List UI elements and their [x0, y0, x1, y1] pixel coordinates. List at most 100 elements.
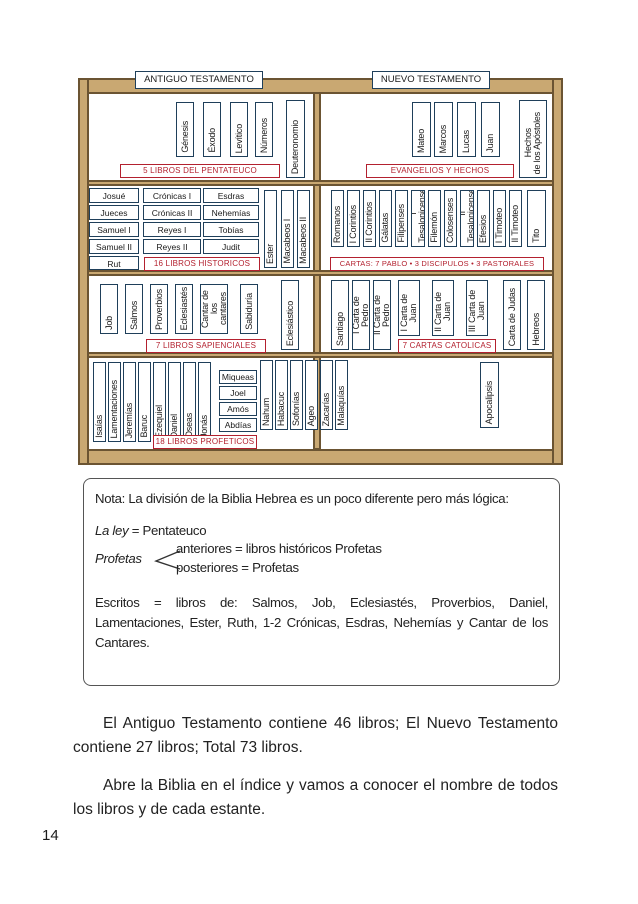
book-mateo: Mateo [412, 102, 431, 157]
book-santiago: Santiago [331, 280, 349, 350]
label-catolicas: 7 CARTAS CATOLICAS [398, 339, 496, 353]
book-reyes-1: Reyes I [143, 222, 201, 237]
book-2-tesalonicenses: II Tesalonicenses [460, 190, 474, 247]
book-1-timoteo: I Timoteo [493, 190, 506, 247]
book-joel: Joel [219, 386, 257, 400]
shelf-board-3 [87, 352, 554, 358]
book-tobias: Tobías [203, 222, 259, 237]
header-antiguo-testamento: ANTIGUO TESTAMENTO [135, 71, 263, 89]
book-esdras: Esdras [203, 188, 259, 203]
book-hechos: Hechos de los Apóstoles [519, 100, 547, 178]
book-filipenses: Filipenses [395, 190, 408, 247]
book-isaias: Isaías [93, 362, 106, 442]
book-1-juan: I Carta de Juan [398, 280, 420, 336]
book-2-juan: II Carta de Juan [432, 280, 454, 336]
book-marcos: Marcos [434, 102, 453, 157]
book-amos: Amós [219, 402, 257, 416]
book-miqueas: Miqueas [219, 370, 257, 384]
book-jonas: Jonás [198, 362, 211, 442]
book-sabiduria: Sabiduría [240, 284, 258, 334]
paragraph-2: Abre la Biblia en el índice y vamos a co… [73, 777, 558, 818]
label-sapienciales: 7 LIBROS SAPIENCIALES [146, 339, 266, 353]
note-posteriores: posteriores = Profetas [176, 560, 299, 575]
book-colosenses: Colosenses [444, 190, 457, 247]
note-anteriores: anteriores = libros históricos Profetas [176, 541, 382, 556]
book-exodo: Éxodo [203, 102, 221, 157]
book-eclesiastes: Eclesiastés [175, 284, 193, 334]
note-ley-def: = Pentateuco [128, 523, 207, 538]
book-cronicas-2: Crónicas II [143, 205, 201, 220]
book-deuteronomio: Deuteronomio [286, 100, 305, 178]
book-ezequiel: Ezequiel [153, 362, 166, 442]
book-lucas: Lucas [457, 102, 476, 157]
book-reyes-2: Reyes II [143, 239, 201, 254]
book-zacarias: Zacarías [320, 360, 333, 430]
label-evangelios: EVANGELIOS Y HECHOS [366, 164, 514, 178]
book-cantar: Cantar de los cantares [200, 284, 228, 334]
book-juan: Juan [481, 102, 500, 157]
book-baruc: Baruc [138, 362, 151, 442]
book-1-tesalonicenses: I Tesalonicenses [411, 190, 425, 247]
book-macabeos-2: Macabeos II [297, 190, 310, 268]
label-historicos: 16 LIBROS HISTORICOS [144, 257, 260, 271]
note-box: Nota: La división de la Biblia Hebrea es… [83, 478, 560, 686]
book-filemon: Filemón [428, 190, 441, 247]
book-2-pedro: II Carta de Pedro [373, 280, 391, 350]
note-ley-term: La ley [95, 523, 129, 538]
book-proverbios: Proverbios [150, 284, 168, 334]
book-1-corintios: I Corintios [347, 190, 360, 247]
book-samuel-1: Samuel I [89, 222, 139, 237]
note-escritos: Escritos = libros de: Salmos, Job, Ecles… [95, 595, 548, 650]
book-tito: Tito [527, 190, 546, 247]
book-apocalipsis: Apocalipsis [480, 362, 499, 428]
book-ester: Ester [264, 190, 277, 268]
note-ley: La ley = Pentateuco [95, 521, 548, 541]
bookshelf-bottom-beam [78, 449, 563, 465]
book-efesios: Efesios [477, 190, 490, 247]
book-judit: Judit [203, 239, 259, 254]
book-macabeos-1: Macabeos I [281, 190, 294, 268]
book-abdias: Abdías [219, 418, 257, 432]
book-habacuc: Habacuc [275, 360, 288, 430]
paragraph-1: El Antiguo Testamento contiene 46 libros… [73, 715, 558, 756]
book-jeremias: Jeremías [123, 362, 136, 442]
label-profeticos: 18 LIBROS PROFETICOS [153, 435, 257, 449]
book-josue: Josué [89, 188, 139, 203]
book-romanos: Romanos [331, 190, 344, 247]
book-cronicas-1: Crónicas I [143, 188, 201, 203]
shelf-board-1 [87, 180, 554, 186]
book-malaquias: Malaquías [335, 360, 348, 430]
book-sofonias: Sofonías [290, 360, 303, 430]
book-numeros: Números [255, 102, 273, 157]
page-number: 14 [42, 827, 59, 844]
note-profetas-term: Profetas [95, 551, 142, 566]
book-ageo: Ageo [305, 360, 318, 430]
shelf-board-2 [87, 270, 554, 276]
note-profetas: Profetas anteriores = libros históricos … [95, 541, 548, 579]
header-nuevo-testamento: NUEVO TESTAMENTO [372, 71, 490, 89]
book-samuel-2: Samuel II [89, 239, 139, 254]
book-oseas: Oseas [183, 362, 196, 442]
book-lamentaciones: Lamentaciones [108, 362, 121, 442]
book-2-corintios: II Corintios [363, 190, 376, 247]
book-levitico: Levítico [230, 102, 248, 157]
book-nehemias: Nehemías [203, 205, 259, 220]
book-3-juan: III Carta de Juan [466, 280, 488, 336]
book-jueces: Jueces [89, 205, 139, 220]
bracket-icon [154, 550, 181, 570]
book-genesis: Génesis [176, 102, 194, 157]
book-salmos: Salmos [125, 284, 143, 334]
book-1-pedro: I Carta de Pedro [352, 280, 370, 350]
note-heading: Nota: La división de la Biblia Hebrea es… [95, 491, 509, 506]
label-cartas-pablo: CARTAS: 7 PABLO • 3 DISCIPULOS • 3 PASTO… [330, 257, 544, 271]
book-daniel: Daniel [168, 362, 181, 442]
book-rut: Rut [89, 256, 139, 270]
book-2-timoteo: II Timoteo [509, 190, 522, 247]
book-hebreos: Hebreos [527, 280, 545, 350]
book-eclesiastico: Eclesiástico [281, 280, 299, 350]
book-job: Job [100, 284, 118, 334]
book-galatas: Gálatas [379, 190, 392, 247]
book-nahum: Nahum [260, 360, 273, 430]
book-judas: Carta de Judas [503, 280, 521, 350]
label-pentateuco: 5 LIBROS DEL PENTATEUCO [120, 164, 280, 178]
